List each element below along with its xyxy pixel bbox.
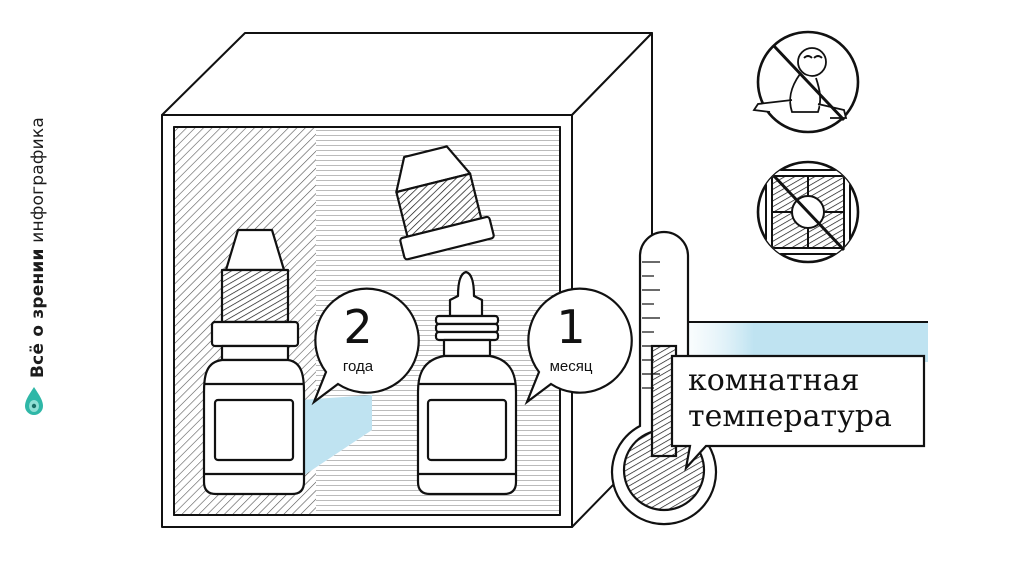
brand-name-bold: Всё о зрении: [28, 248, 48, 378]
bottle-2-unit: месяц: [549, 358, 593, 375]
brand-name-light: инфографика: [28, 117, 48, 243]
badge-1-month: [524, 287, 633, 406]
badge-2-years: [311, 287, 420, 406]
bottle-1-unit: года: [342, 358, 374, 375]
bottle-1-number: 2: [343, 300, 373, 354]
no-children-icon: [752, 30, 860, 134]
bottle-2-number: 1: [556, 300, 586, 354]
temperature-label: комнатная температура: [688, 363, 918, 435]
bottle-closed: [202, 228, 306, 496]
no-sunlight-icon: [756, 160, 860, 264]
eye-drop-logo-icon: [25, 387, 43, 415]
bottle-open: [416, 270, 518, 496]
floating-cap: [395, 145, 495, 261]
brand: Всё о зрении инфографика: [6, 117, 52, 430]
brand-name: Всё о зрении инфографика: [28, 117, 48, 378]
temperature-label-line2: температура: [688, 399, 892, 434]
temperature-callout: [670, 354, 926, 472]
temperature-label-line1: комнатная: [688, 363, 860, 398]
bottle-shadow-left: [300, 395, 372, 478]
